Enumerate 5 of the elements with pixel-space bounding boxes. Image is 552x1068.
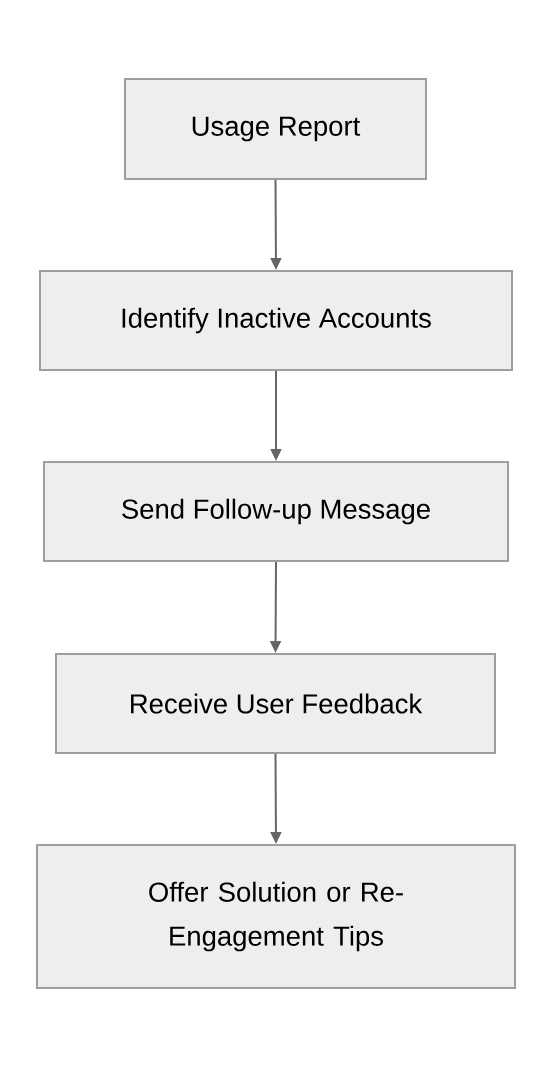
process-box: Receive User Feedback	[55, 653, 496, 754]
process-box: Offer Solution or Re-Engagement Tips	[36, 844, 516, 989]
process-box: Usage Report	[124, 78, 427, 180]
process-box: Send Follow-up Message	[43, 461, 509, 562]
process-box: Identify Inactive Accounts	[39, 270, 513, 371]
